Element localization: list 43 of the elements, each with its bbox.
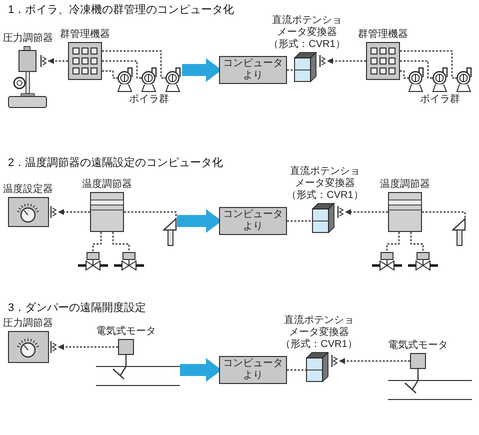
dotted-connector	[287, 369, 306, 371]
dotted-connector	[339, 358, 410, 364]
device-label: 直流ポテンショメータ変換器（形式：CVR1）	[280, 315, 358, 351]
computer-box: コンピュータより	[219, 356, 287, 384]
dotted-connector	[102, 50, 164, 79]
dotted-connector	[287, 69, 294, 71]
dotted-connector	[124, 211, 177, 218]
dotted-connector	[410, 232, 424, 252]
device-label: 群管理機器	[60, 29, 110, 41]
dotted-connector	[400, 70, 407, 79]
dotted-connector	[48, 58, 68, 64]
device-label: 温度調節器	[380, 179, 430, 191]
dotted-connector	[400, 60, 431, 79]
dotted-connector	[112, 232, 130, 252]
computer-box: コンピュータより	[219, 56, 287, 84]
connector-line	[417, 369, 419, 380]
dotted-connector	[102, 60, 140, 79]
dotted-connector	[400, 50, 455, 79]
device-label: 温度調節器	[82, 179, 132, 191]
device-label: 温度設定器	[3, 184, 53, 196]
dotted-connector	[386, 232, 400, 252]
section-heading: 1．ボイラ、冷凍機の群管理のコンピュータ化	[8, 4, 234, 17]
device-label: 群管理機器	[358, 29, 408, 41]
group-label: ボイラ群	[129, 94, 169, 106]
dotted-connector	[345, 209, 388, 215]
dotted-connector	[422, 211, 466, 218]
device-label: 直流ポテンショメータ変換器（形式：CVR1）	[268, 15, 346, 51]
computer-box: コンピュータより	[219, 207, 287, 235]
group-label: ボイラ群	[420, 94, 460, 106]
dotted-connector	[58, 209, 90, 215]
connector-line	[125, 355, 127, 366]
device-label: 電気式モータ	[96, 326, 156, 338]
section-heading: 3．ダンパーの遠隔開度設定	[8, 302, 146, 315]
dotted-connector	[287, 220, 312, 222]
section-heading: 2．温度調節器の遠隔設定のコンピュータ化	[8, 157, 224, 170]
dotted-connector	[92, 232, 102, 252]
dotted-connector	[327, 58, 366, 64]
device-label: 直流ポテンショメータ変換器（形式：CVR1）	[286, 166, 364, 202]
dotted-connector	[58, 344, 118, 350]
device-label: 圧力調節器	[3, 318, 53, 330]
dotted-connector	[102, 70, 116, 79]
device-label: 圧力調節器	[3, 33, 53, 45]
device-label: 電気式モータ	[388, 340, 448, 352]
